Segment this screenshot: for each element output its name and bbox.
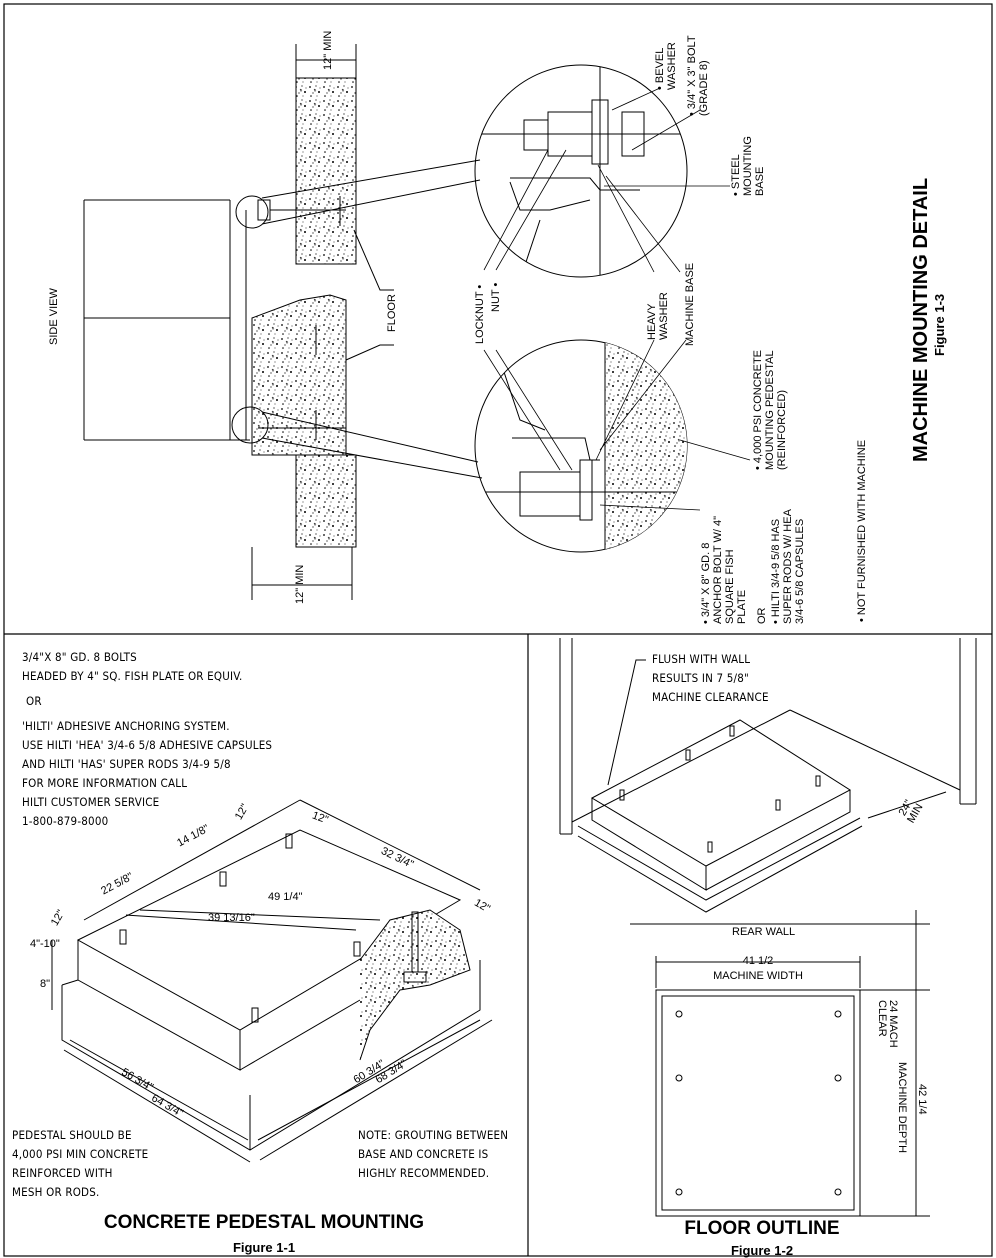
label-bevel-washer: • BEVEL WASHER xyxy=(654,42,678,90)
machine-width-value: 41 1/2 xyxy=(742,955,774,967)
figure-1-3-label: Figure 1-3 xyxy=(932,293,947,356)
label-concrete-pedestal: • 4,000 PSI CONCRETE MOUNTING PEDESTAL (… xyxy=(752,349,788,470)
label-nut: NUT • xyxy=(490,282,502,312)
note-line: AND HILTI 'HAS' SUPER RODS 3/4-9 5/8 xyxy=(22,757,231,771)
machine-width-label: MACHINE WIDTH xyxy=(713,970,803,982)
detail-circle-top xyxy=(474,64,688,278)
dim-8: 8" xyxy=(40,978,51,990)
machine-depth-label: MACHINE DEPTH xyxy=(896,1062,908,1154)
label-locknut: LOCKNUT • xyxy=(474,284,486,344)
label-side-view: SIDE VIEW xyxy=(48,288,60,345)
note-line: MACHINE CLEARANCE xyxy=(652,690,769,704)
label-not-furnished: • NOT FURNISHED WITH MACHINE xyxy=(856,439,868,622)
note-line: FOR MORE INFORMATION CALL xyxy=(22,776,188,790)
figure-1-3-title: MACHINE MOUNTING DETAIL xyxy=(910,177,932,462)
label-bolt: • 3/4" X 3" BOLT (GRADE 8) xyxy=(686,35,710,116)
note-line: PEDESTAL SHOULD BE xyxy=(12,1128,132,1142)
sheet-frame xyxy=(3,3,993,1257)
figure-1-1-title: CONCRETE PEDESTAL MOUNTING xyxy=(103,1212,425,1233)
label-rear-wall: REAR WALL xyxy=(732,926,796,938)
machine-depth-value: 42 1/4 xyxy=(916,1084,928,1115)
note-line: BASE AND CONCRETE IS xyxy=(358,1147,489,1161)
note-line: 'HILTI' ADHESIVE ANCHORING SYSTEM. xyxy=(22,719,230,733)
figure-1-1-pedestal xyxy=(51,799,493,1163)
note-line: USE HILTI 'HEA' 3/4-6 5/8 ADHESIVE CAPSU… xyxy=(22,738,273,752)
note-line: MESH OR RODS. xyxy=(12,1185,100,1199)
flush-note: FLUSH WITH WALL RESULTS IN 7 5/8" MACHIN… xyxy=(652,650,769,707)
detail-circle-bottom xyxy=(474,339,688,553)
grout-note: NOTE: GROUTING BETWEEN BASE AND CONCRETE… xyxy=(358,1126,508,1183)
bolt-notes: 3/4"X 8" GD. 8 BOLTS HEADED BY 4" SQ. FI… xyxy=(22,648,272,831)
note-line: NOTE: GROUTING BETWEEN xyxy=(358,1128,509,1142)
note-line: FLUSH WITH WALL xyxy=(652,652,751,666)
figure-1-2-floor xyxy=(559,638,977,1217)
label-steel-mounting-base: • STEEL MOUNTING BASE xyxy=(730,136,766,196)
label-12-min-bottom: 12" MIN xyxy=(294,564,306,604)
note-line: HILTI CUSTOMER SERVICE xyxy=(22,795,160,809)
figure-1-3-side-view xyxy=(83,44,483,600)
note-line: RESULTS IN 7 5/8" xyxy=(652,671,749,685)
label-hilti-rods: • HILTI 3/4-9 5/8 HAS SUPER RODS W/ HEA … xyxy=(770,509,806,624)
label-12-min-top: 12" MIN xyxy=(322,30,334,70)
figure-1-2-label: Figure 1-2 xyxy=(730,1243,794,1258)
figure-1-1-label: Figure 1-1 xyxy=(232,1240,296,1255)
dim-4-10: 4"-10" xyxy=(30,938,60,950)
label-mach-clear: 24 MACH CLEAR xyxy=(876,1000,899,1048)
figure-1-2-title: FLOOR OUTLINE xyxy=(684,1218,840,1239)
note-line: HIGHLY RECOMMENDED. xyxy=(358,1166,490,1180)
label-anchor-bolt: • 3/4" X 8" GD. 8 ANCHOR BOLT W/ 4" SQUA… xyxy=(700,515,748,624)
detail-leaders xyxy=(483,87,751,511)
label-floor: FLOOR xyxy=(386,294,398,332)
dim-49-1-4: 49 1/4" xyxy=(268,891,303,903)
note-line: 4,000 PSI MIN CONCRETE xyxy=(12,1147,149,1161)
dim-39-13-16: 39 13/16" xyxy=(208,912,255,924)
label-heavy-washer: HEAVY WASHER xyxy=(646,292,670,340)
note-line: 1-800-879-8000 xyxy=(22,814,109,828)
note-line: OR xyxy=(26,694,42,708)
note-line: REINFORCED WITH xyxy=(12,1166,113,1180)
label-machine-base: MACHINE BASE xyxy=(684,262,696,346)
note-line: 3/4"X 8" GD. 8 BOLTS xyxy=(22,650,137,664)
label-or: OR xyxy=(756,607,768,625)
pedestal-note: PEDESTAL SHOULD BE 4,000 PSI MIN CONCRET… xyxy=(12,1126,148,1202)
note-line: HEADED BY 4" SQ. FISH PLATE OR EQUIV. xyxy=(22,669,243,683)
